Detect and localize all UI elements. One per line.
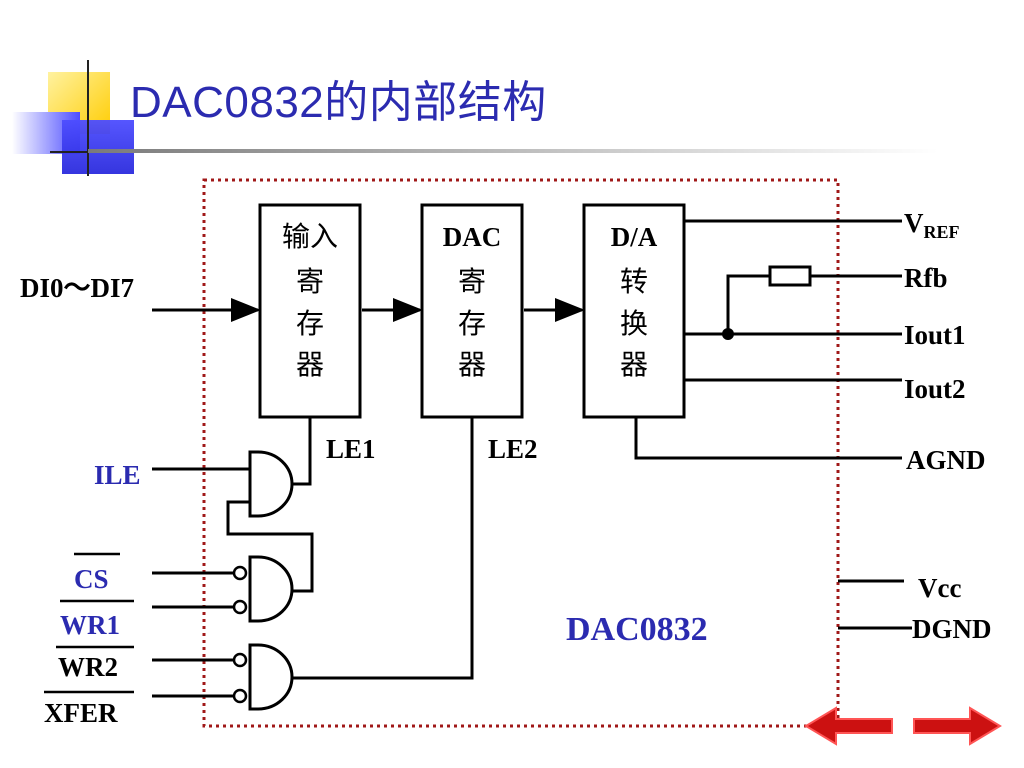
vref-label: VREF: [904, 208, 960, 242]
agnd-wire: [634, 417, 902, 460]
nav-back-button[interactable]: [804, 706, 893, 746]
vcc-label: Vcc: [918, 573, 961, 603]
left-arrow-icon: [804, 706, 893, 746]
iout2-label: Iout2: [904, 374, 966, 404]
iout1-label: Iout1: [904, 320, 966, 350]
xfer-label: XFER: [44, 698, 118, 728]
dac-register-line-2: 寄: [458, 265, 486, 298]
blue-square: [62, 120, 134, 174]
da-converter-line-2: 转: [620, 265, 648, 298]
ile-label: ILE: [94, 460, 141, 490]
and-gate-cs-wr1: [248, 555, 294, 623]
and-gate-wr2-xfer: [248, 643, 294, 711]
da-converter-line-3: 换: [620, 307, 648, 340]
vref-subscript: REF: [924, 222, 960, 242]
wr1-label: WR1: [60, 610, 120, 640]
da-converter-line-1: D/A: [611, 222, 658, 252]
dac-register-block: DAC 寄 存 器: [420, 203, 524, 419]
input-register-line-3: 存: [296, 307, 324, 340]
le2-wire: [284, 417, 474, 680]
chip-boundary: [202, 178, 840, 728]
cs-label: CS: [74, 564, 109, 594]
nav-forward-button[interactable]: [913, 706, 1002, 746]
dgnd-label: DGND: [912, 614, 992, 644]
input-register-line-4: 器: [296, 348, 324, 381]
dac-register-line-1: DAC: [443, 222, 502, 252]
le1-label: LE1: [326, 434, 376, 464]
chip-label: DAC0832: [566, 611, 708, 648]
data-input-label: DI0～DI7: [20, 273, 134, 303]
right-arrow-icon: [913, 706, 1002, 746]
da-converter-line-4: 器: [620, 348, 648, 381]
agnd-label: AGND: [906, 445, 986, 475]
rfb-label: Rfb: [904, 263, 948, 293]
title-underline: [88, 149, 938, 153]
page-title: DAC0832的内部结构: [130, 78, 547, 127]
le2-label: LE2: [488, 434, 538, 464]
gate2-to-gate1-wire: [226, 500, 314, 593]
title-decoration: [12, 60, 140, 176]
input-register-block: 输入 寄 存 器: [258, 203, 362, 419]
dac-register-line-4: 器: [458, 348, 486, 381]
rfb-resistor: [768, 265, 812, 287]
da-converter-block: D/A 转 换 器: [582, 203, 686, 419]
input-register-line-1: 输入: [282, 220, 338, 253]
rfb-wire: [726, 274, 770, 334]
and-gate-ile: [248, 450, 294, 518]
input-register-line-2: 寄: [296, 265, 324, 298]
iout1-junction: [722, 328, 734, 340]
wr2-label: WR2: [58, 652, 118, 682]
dac-register-line-3: 存: [458, 307, 486, 340]
